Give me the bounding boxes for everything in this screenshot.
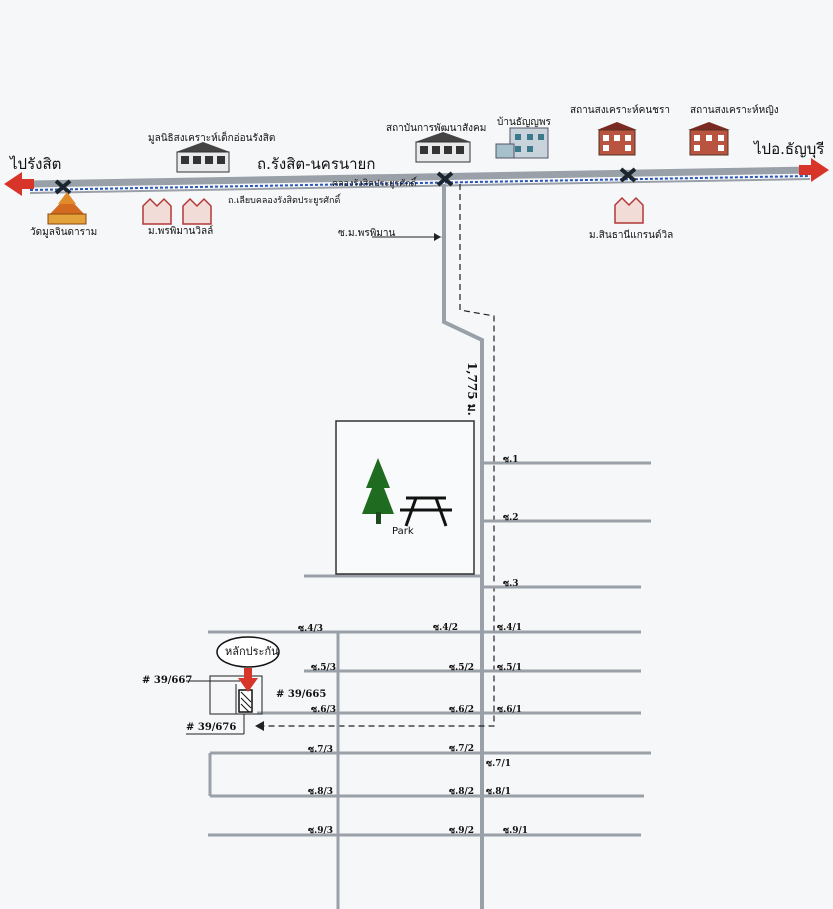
soi-5-1-label: ซ.5/1 <box>497 663 523 673</box>
foundation-label: มูลนิธิสงเคราะห์เด็กอ่อนรังสิต <box>148 133 276 144</box>
plot-cluster <box>209 675 263 715</box>
intersection-icon <box>436 171 454 187</box>
soi-entry-label: ซ.ม.พรพิมาน <box>338 228 396 239</box>
soi-3-label: ซ.3 <box>503 579 519 589</box>
soi-7-2-label: ซ.7/2 <box>449 744 475 754</box>
soi-6-2-label: ซ.6/2 <box>449 705 475 715</box>
side-sois <box>208 461 651 909</box>
collateral-callout <box>216 636 280 668</box>
foundation-building-icon <box>176 142 230 173</box>
institute-building-icon <box>415 132 471 163</box>
right-arrow-icon <box>799 158 829 182</box>
soi-4-3-label: ซ.4/3 <box>298 624 324 634</box>
park-area <box>335 420 475 575</box>
soi-entry-arrowhead <box>434 233 441 241</box>
soi-1-label: ซ.1 <box>503 455 519 465</box>
home-label: บ้านธัญญพร <box>497 117 551 128</box>
village1-label: ม.พรพิมานวิลล์ <box>148 226 214 237</box>
route-dashed <box>260 184 495 727</box>
elderly-home-label: สถานสงเคราะห์คนชรา <box>570 105 670 116</box>
intersection-icon <box>619 167 637 183</box>
temple-label: วัดมูลจินดาราม <box>30 227 98 238</box>
plot-665-label: # 39/665 <box>276 689 327 700</box>
direction-right-label: ไปอ.ธัญบุรี <box>754 140 825 158</box>
left-arrow-icon <box>4 172 34 196</box>
soi-8-1-label: ซ.8/1 <box>486 787 512 797</box>
soi-7-3-label: ซ.7/3 <box>308 745 334 755</box>
women-home-icon <box>688 122 730 156</box>
soi-5-3-label: ซ.5/3 <box>311 663 337 673</box>
soi-9-2-label: ซ.9/2 <box>449 826 475 836</box>
village2-label: ม.สินธานีแกรนด์วิล <box>589 230 674 241</box>
down-arrow-icon <box>238 668 258 692</box>
institute-label: สถาบันการพัฒนาสังคม <box>386 123 487 134</box>
soi-4-1-label: ซ.4/1 <box>497 623 523 633</box>
soi-5-2-label: ซ.5/2 <box>449 663 475 673</box>
townhouse-icon <box>142 197 212 225</box>
park-label: Park <box>392 526 414 537</box>
main-road-label: ถ.รังสิต-นครนายก <box>257 155 376 173</box>
soi-6-3-label: ซ.6/3 <box>311 705 337 715</box>
soi-9-1-label: ซ.9/1 <box>503 826 529 836</box>
main-road <box>29 166 811 194</box>
direction-left-label: ไปรังสิต <box>10 155 62 173</box>
temple-icon <box>47 192 87 225</box>
soi-6-1-label: ซ.6/1 <box>497 705 523 715</box>
soi-4-2-label: ซ.4/2 <box>433 623 459 633</box>
intersection-icon <box>54 179 72 195</box>
home-building-icon <box>495 127 549 159</box>
soi-8-2-label: ซ.8/2 <box>449 787 475 797</box>
plot-667-label: # 39/667 <box>142 675 193 686</box>
women-home-label: สถานสงเคราะห์หญิง <box>690 105 779 116</box>
townhouse-icon <box>614 196 644 224</box>
soi-9-3-label: ซ.9/3 <box>308 826 334 836</box>
tree-icon <box>362 458 394 524</box>
plot-676-label: # 39/676 <box>186 722 237 733</box>
collateral-label: หลักประกัน <box>225 645 279 658</box>
elderly-home-icon <box>597 122 637 156</box>
soi-7-1-label: ซ.7/1 <box>486 759 512 769</box>
soi-8-3-label: ซ.8/3 <box>308 787 334 797</box>
route-arrowhead <box>255 721 264 731</box>
soi-2-label: ซ.2 <box>503 513 519 523</box>
picnic-table-icon <box>400 496 452 527</box>
canal-road-label: ถ.เลียบคลองรังสิตประยูรศักดิ์ <box>228 196 341 206</box>
distance-label: 1,775 ม. <box>465 362 479 416</box>
canal-label: คลองรังสิตประยูรศักดิ์ <box>332 179 417 189</box>
